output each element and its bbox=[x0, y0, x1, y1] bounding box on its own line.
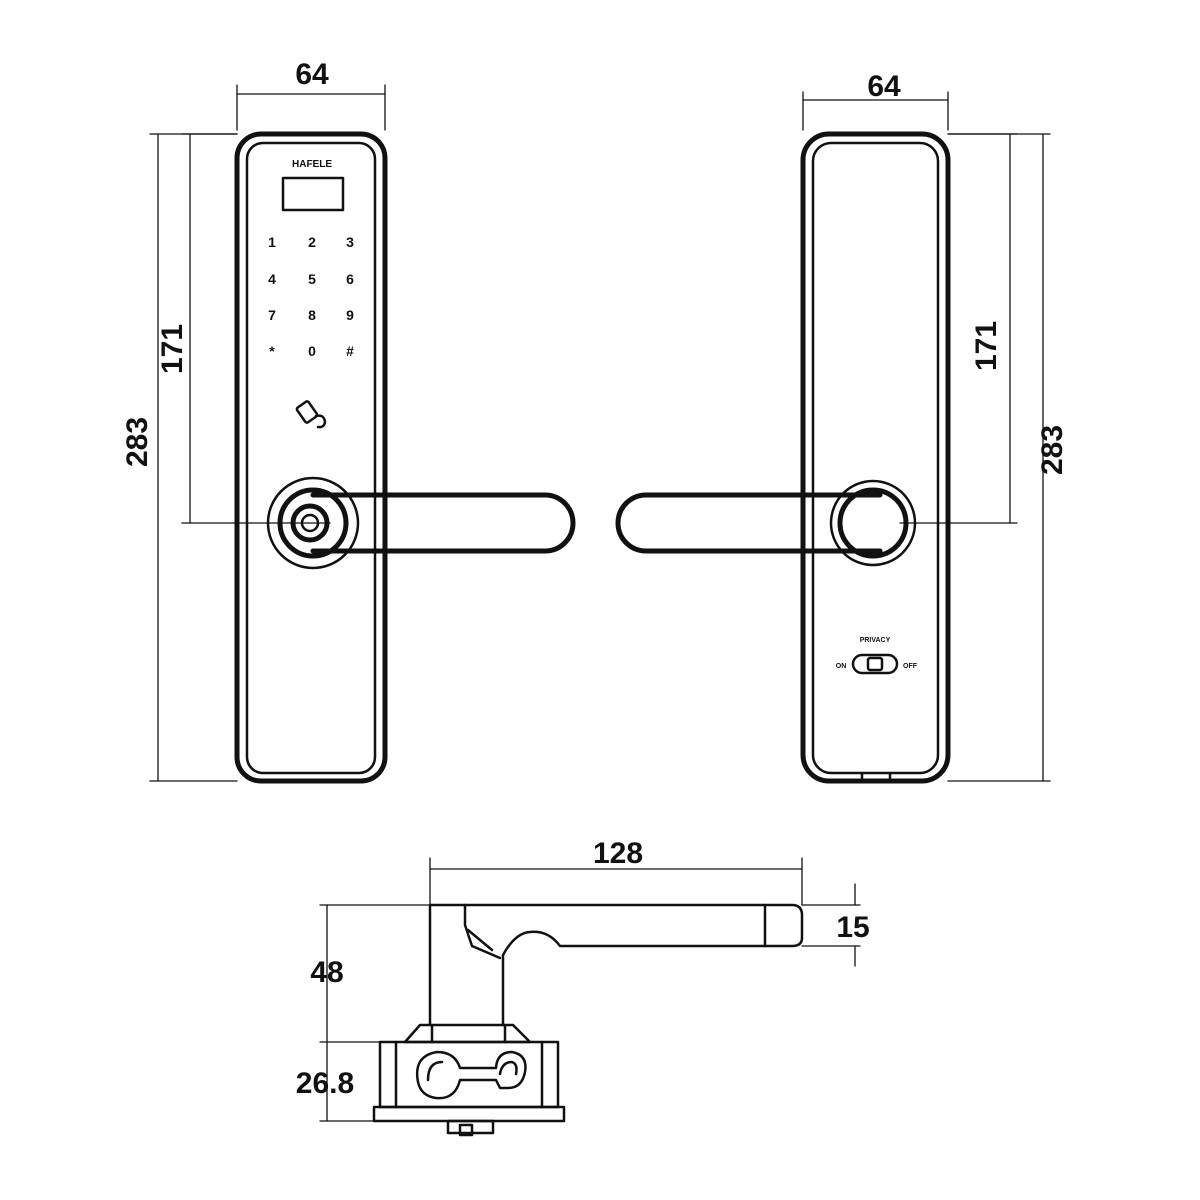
back-width-label: 64 bbox=[867, 70, 901, 103]
side-projection-label: 48 bbox=[310, 956, 343, 989]
key-1: 1 bbox=[268, 234, 276, 250]
display-window bbox=[281, 176, 345, 212]
key-4: 4 bbox=[268, 271, 276, 287]
back-spindle-label: 171 bbox=[970, 321, 1003, 371]
key-6: 6 bbox=[346, 271, 354, 287]
side-thickness-label: 15 bbox=[836, 911, 869, 944]
key-0: 0 bbox=[308, 343, 316, 359]
front-dimensions: 64 283 171 bbox=[121, 58, 386, 782]
key-2: 2 bbox=[308, 234, 316, 250]
privacy-switch-on: ON bbox=[836, 663, 847, 670]
keypad: 1 2 3 4 5 6 7 8 9 * 0 # bbox=[268, 234, 354, 359]
front-plate-outline bbox=[234, 131, 388, 784]
front-height-label: 283 bbox=[121, 417, 154, 467]
back-height-label: 283 bbox=[1036, 425, 1069, 475]
front-view: HAFELE 1 2 3 4 5 6 7 8 9 * 0 # bbox=[234, 131, 576, 784]
front-width-label: 64 bbox=[295, 58, 329, 91]
brand-logo: HAFELE bbox=[292, 159, 332, 170]
privacy-switch-title: PRIVACY bbox=[860, 637, 891, 644]
side-dimensions: 128 15 48 26.8 bbox=[296, 837, 870, 1122]
key-hash: # bbox=[346, 343, 354, 359]
front-plate-inner bbox=[245, 141, 377, 775]
privacy-switch-off: OFF bbox=[903, 663, 918, 670]
key-5: 5 bbox=[308, 271, 316, 287]
privacy-switch: PRIVACY ON OFF bbox=[836, 637, 918, 675]
back-view: PRIVACY ON OFF bbox=[615, 131, 951, 784]
key-3: 3 bbox=[346, 234, 354, 250]
back-plate-outline bbox=[800, 131, 951, 784]
key-8: 8 bbox=[308, 307, 316, 323]
side-lever bbox=[428, 903, 804, 1027]
side-view bbox=[372, 903, 804, 1137]
front-lever bbox=[310, 492, 576, 554]
side-cam bbox=[415, 1050, 527, 1100]
key-9: 9 bbox=[346, 307, 354, 323]
side-base-housing bbox=[378, 1040, 560, 1109]
key-7: 7 bbox=[268, 307, 276, 323]
back-rosette-inner bbox=[837, 487, 909, 559]
front-spindle-label: 171 bbox=[156, 324, 189, 374]
key-star: * bbox=[269, 343, 275, 359]
back-lever bbox=[615, 492, 883, 554]
back-dimensions: 64 283 171 bbox=[802, 70, 1069, 782]
side-length-label: 128 bbox=[593, 837, 643, 870]
card-reader-icon bbox=[295, 400, 327, 429]
side-base-label: 26.8 bbox=[296, 1067, 354, 1100]
back-plate-inner bbox=[811, 141, 940, 775]
